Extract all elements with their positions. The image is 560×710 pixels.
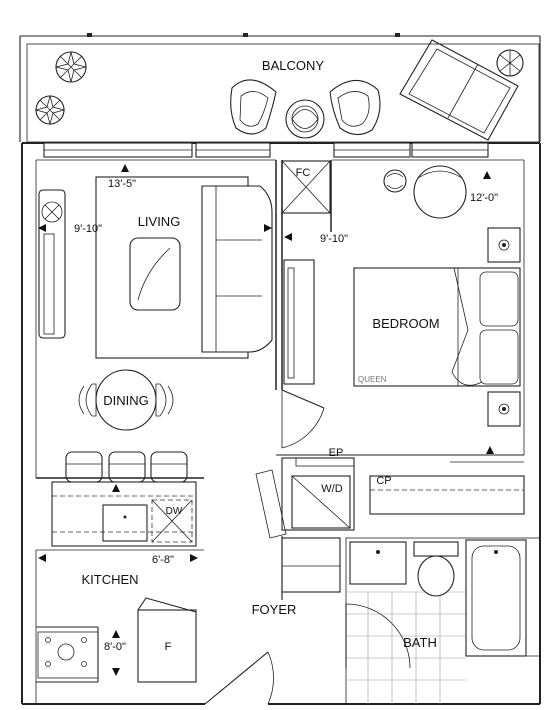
kitchen-island	[36, 477, 204, 547]
toilet-icon	[413, 541, 459, 597]
balcony-area	[19, 33, 541, 143]
dishwasher-icon	[151, 499, 193, 543]
kitchen-width-dimension: 6'-8"	[152, 554, 174, 566]
cp-label: CP	[376, 475, 391, 487]
sink-icon	[102, 504, 148, 542]
dining-label: DINING	[103, 393, 149, 408]
bedroom-door	[281, 389, 325, 449]
fridge-label: F	[165, 641, 172, 653]
queen-bed-icon	[353, 267, 521, 387]
fridge-icon	[137, 597, 197, 683]
bedroom-width-dimension: 12'-0"	[470, 192, 498, 204]
linen-closet	[369, 475, 525, 515]
cooktop-icon	[37, 631, 99, 679]
dishwasher-label: DW	[166, 506, 183, 517]
kitchen-label: KITCHEN	[81, 572, 138, 587]
nightstand-icon	[487, 227, 521, 263]
closet-door	[255, 469, 287, 539]
sofa-icon	[201, 185, 273, 353]
living-depth-dimension: 9'-10"	[74, 223, 102, 235]
bath-door	[345, 603, 411, 669]
plant-icon	[496, 49, 524, 77]
vanity-sink-icon	[349, 541, 407, 585]
plant-icon	[55, 51, 87, 83]
side-table-icon	[383, 169, 407, 193]
ep-label: EP	[329, 447, 344, 459]
washer-dryer-label: W/D	[321, 483, 342, 495]
lounge-chair-icon	[329, 79, 381, 136]
kitchen-counter	[36, 626, 99, 683]
foyer-label: FOYER	[252, 602, 297, 617]
nightstand-icon	[487, 391, 521, 427]
foyer-closet	[281, 537, 341, 593]
sun-lounger-icon	[399, 39, 519, 141]
lounge-chair-icon	[230, 79, 277, 135]
living-width-dimension: 13'-5"	[108, 178, 136, 190]
plant-icon	[34, 94, 66, 126]
kitchen-depth-dimension: 8'-0"	[104, 641, 126, 653]
bedroom-depth-dimension: 9'-10"	[320, 233, 348, 245]
bath-label: BATH	[403, 635, 437, 650]
bathtub-icon	[465, 539, 527, 657]
balcony-label: BALCONY	[262, 58, 324, 73]
living-label: LIVING	[138, 214, 181, 229]
bedroom-label: BEDROOM	[372, 316, 439, 331]
laundry-closet	[281, 457, 355, 531]
side-table-icon	[285, 99, 325, 139]
dining-table-icon	[78, 369, 174, 431]
entry-door	[204, 651, 274, 705]
wardrobe-icon	[283, 259, 315, 385]
tv-console-icon	[38, 189, 66, 339]
bedroom-chair-icon	[413, 165, 467, 219]
fan-coil-closet	[281, 160, 331, 214]
fc-label: FC	[296, 167, 311, 179]
bed-size-label: QUEEN	[358, 375, 387, 384]
coffee-table-icon	[129, 237, 181, 311]
